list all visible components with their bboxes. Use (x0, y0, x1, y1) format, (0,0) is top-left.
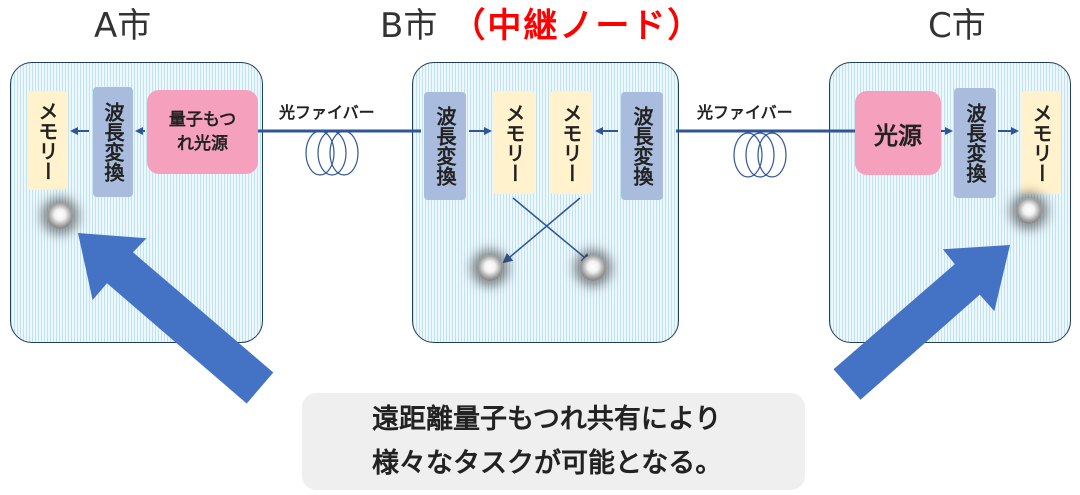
node-a-wavelength-conversion-label: 波長変換 (101, 102, 125, 182)
node-a-wavelength-conversion: 波長変換 (93, 87, 133, 197)
node-a-qubit-icon (47, 203, 73, 229)
node-b-left-wavelength-conversion-label: 波長変換 (433, 106, 457, 186)
node-a-memory: メモリー (27, 91, 67, 190)
city-a-label: A市 (94, 6, 151, 46)
summary-line2: 様々なタスクが可能となる。 (372, 447, 723, 479)
summary-line1: 遠距離量子もつれ共有により (372, 403, 722, 435)
city-a-name: A市 (94, 6, 152, 46)
node-a-entangled-source: 量子もつ れ光源 (147, 90, 258, 174)
node-b-left-memory-label: メモリー (502, 102, 526, 183)
node-c-memory-label: メモリー (1029, 102, 1053, 183)
swap-arrow-left-to-right (512, 197, 592, 264)
city-c-label: C市 (928, 6, 986, 46)
node-b-right-memory-label: メモリー (559, 102, 583, 183)
node-a-source-line1: 量子もつ (168, 110, 237, 130)
node-c-memory: メモリー (1021, 91, 1061, 194)
node-c-source: 光源 (855, 91, 941, 175)
summary-callout: 遠距離量子もつれ共有により 様々なタスクが可能となる。 (302, 393, 805, 490)
relay-node-label: （中継ノード） (451, 6, 704, 46)
node-b-left-memory: メモリー (493, 91, 535, 194)
node-a-memory-label: メモリー (35, 100, 59, 181)
fiber-right-label: 光ファイバー (697, 103, 793, 122)
node-c-qubit-icon (1016, 198, 1042, 224)
node-c-wavelength-conversion: 波長変換 (954, 88, 996, 198)
node-c-source-label: 光源 (874, 121, 922, 150)
node-b-right-wavelength-conversion: 波長変換 (621, 92, 663, 200)
big-arrow-to-c-icon (833, 245, 1010, 400)
city-c-name: C市 (928, 6, 986, 46)
fiber-coil-right-icon (733, 132, 787, 178)
swap-arrow-right-to-left (502, 197, 581, 264)
node-a-source-line2: れ光源 (177, 134, 228, 154)
node-b-right-wavelength-conversion-label: 波長変換 (630, 106, 654, 186)
node-b-right-qubit-icon (580, 255, 606, 281)
city-b-name: B市 (380, 6, 438, 46)
node-b-left-qubit-icon (477, 255, 503, 281)
node-b-left-wavelength-conversion: 波長変換 (424, 92, 466, 200)
city-b-label: B市 （中継ノード） (380, 6, 703, 46)
fiber-left-label: 光ファイバー (279, 103, 375, 122)
fiber-coil-left-icon (305, 130, 359, 176)
node-c-wavelength-conversion-label: 波長変換 (963, 103, 987, 183)
big-arrow-to-a-icon (78, 233, 274, 404)
node-b-right-memory: メモリー (550, 91, 592, 194)
